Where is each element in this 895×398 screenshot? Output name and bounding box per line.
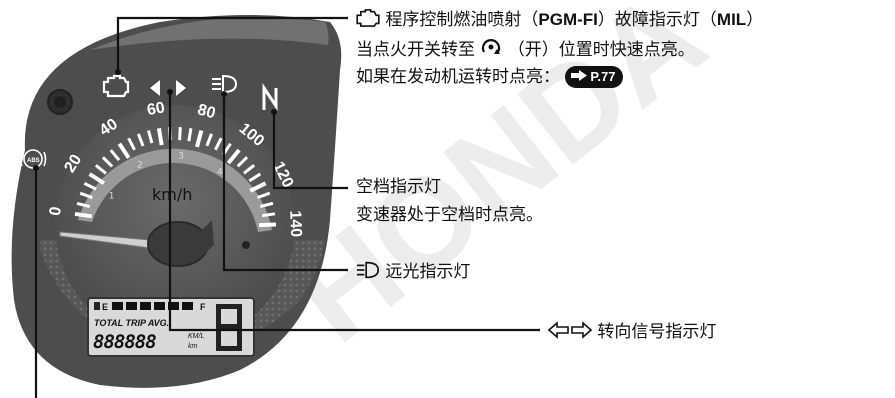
mil-pgm-text: PGM-FI [538, 10, 598, 29]
scale-tick [136, 133, 145, 147]
svg-text:ABS: ABS [27, 158, 40, 164]
gear-digit [216, 304, 242, 351]
mil-line2-after: （开）位置时快速点亮。 [507, 40, 695, 60]
speed-label: 0 [47, 206, 65, 217]
high-beam-icon [356, 261, 380, 283]
fuel-bar [154, 302, 165, 310]
scale-tick [205, 133, 213, 147]
engine-check-icon [356, 9, 380, 31]
scale-tick [259, 201, 274, 208]
mil-callout-title: 程序控制燃油喷射（PGM-FI）故障指示灯（MIL） [356, 9, 763, 31]
scale-tick [226, 148, 241, 165]
turn-signal-arrows-icon [547, 321, 593, 343]
high-beam-icon [212, 74, 238, 94]
speed-needle [59, 220, 214, 267]
units-bottom-label: km [188, 343, 198, 350]
scale-tick [257, 191, 271, 200]
housing-highlight [90, 17, 329, 50]
units-top-label: KM/L [188, 333, 204, 340]
high-beam-title: 远光指示灯 [385, 262, 471, 282]
scale-tick [117, 142, 131, 159]
speed-label: 140 [286, 210, 304, 237]
minor-label: 4 [217, 167, 223, 177]
fuel-bar [182, 302, 193, 310]
ignition-on-icon [480, 38, 502, 62]
mil-line3-text: 如果在发动机运转时点亮： [356, 67, 560, 87]
leader-endpoints [33, 69, 277, 171]
fuel-bar [140, 302, 151, 310]
scale-tick [258, 222, 277, 228]
turn-signal-callout: 转向信号指示灯 [547, 321, 717, 343]
pivot-dot [242, 241, 250, 249]
scale-tick [74, 211, 93, 219]
odometer-digits: 888888 [93, 331, 156, 353]
turn-signal-title: 转向信号指示灯 [597, 322, 717, 342]
scale-tick [261, 212, 276, 218]
scale-tick [187, 128, 193, 142]
speed-label: 20 [61, 152, 85, 176]
scale-tick [249, 181, 267, 193]
fuel-pump-icon [94, 302, 100, 310]
turn-signal-arrows-icon [150, 80, 186, 96]
scale-tick [94, 164, 107, 175]
speed-label: 80 [196, 101, 218, 122]
scale-tick [88, 172, 106, 185]
arrow-right-icon [571, 68, 588, 86]
fuel-full-label: F [200, 302, 206, 312]
mil-title-prefix: 程序控制燃油喷射（ [385, 10, 539, 30]
fuel-bar [168, 302, 179, 310]
scale-tick [214, 137, 223, 151]
fuel-empty-label: E [102, 302, 108, 312]
mil-line2-before: 当点火开关转至 [356, 40, 475, 60]
scale-tick [101, 156, 114, 168]
page-ref-link[interactable]: P.77 [565, 66, 624, 88]
scale-tick [83, 182, 97, 191]
engine-check-icon [102, 74, 130, 98]
scale-tick [195, 129, 204, 148]
trip-mode-label: TOTAL TRIP AVG. [94, 318, 169, 328]
neutral-callout-desc: 变速器处于空档时点亮。 [356, 205, 543, 225]
minor-label: 3 [178, 151, 184, 161]
scale-tick [109, 149, 121, 162]
fuel-gauge-bars [112, 302, 193, 310]
leader-lines [34, 16, 540, 398]
mil-title-middle: ）故障指示灯（ [597, 10, 717, 30]
mil-title-suffix: ） [746, 10, 764, 30]
scale-tick [178, 127, 182, 141]
scale-tick [236, 156, 249, 168]
speed-unit: km/h [152, 185, 192, 204]
mil-callout-line3: 如果在发动机运转时点亮： P.77 [356, 66, 624, 88]
scale-tick [79, 191, 93, 200]
scale-tick [248, 172, 262, 183]
speed-ticks [74, 127, 277, 228]
fuel-bar [112, 302, 123, 310]
minor-labels: 1 2 3 4 [109, 151, 223, 201]
scale-tick [127, 137, 136, 151]
minor-label: 2 [137, 160, 143, 170]
lcd-display: E F TOTAL TRIP AVG. 888888 KM/L km [87, 297, 255, 357]
mil-callout-line2: 当点火开关转至 （开）位置时快速点亮。 [356, 38, 695, 62]
minor-label: 1 [109, 191, 115, 201]
fuel-bar [126, 302, 137, 310]
scale-tick [147, 130, 154, 144]
speed-label: 60 [146, 99, 166, 119]
scale-tick [243, 164, 256, 175]
neutral-callout-title: 空档指示灯 [356, 177, 441, 197]
high-beam-callout: 远光指示灯 [356, 261, 470, 283]
mil-abbrev-text: MIL [716, 10, 747, 29]
scale-tick [76, 201, 91, 209]
page-ref-text: P.77 [590, 69, 616, 84]
neutral-n-icon [262, 83, 278, 111]
scale-tick [156, 127, 164, 146]
